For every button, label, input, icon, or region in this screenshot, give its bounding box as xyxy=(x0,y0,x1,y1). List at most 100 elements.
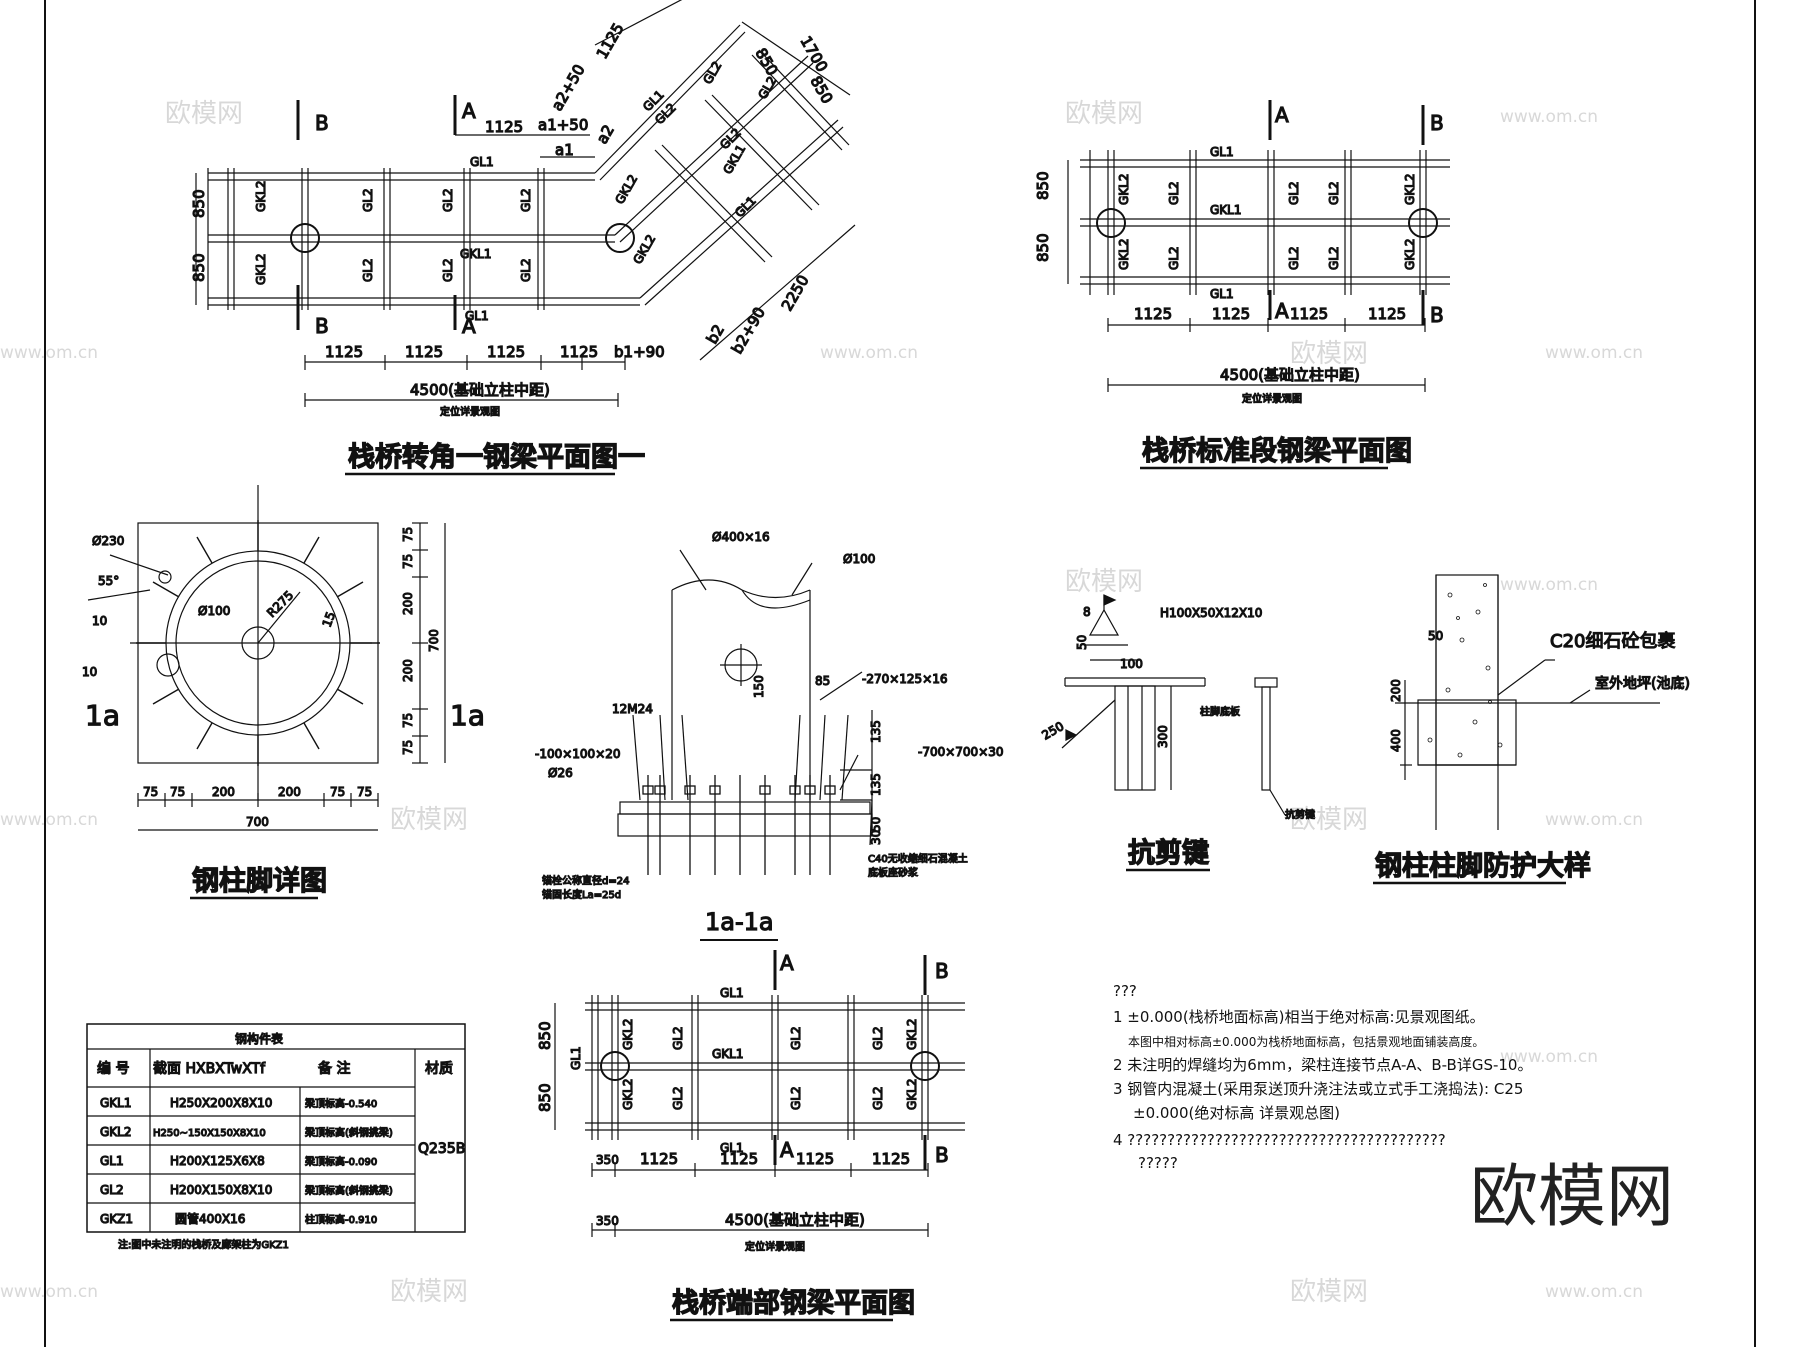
table-footnote: 注:图中未注明的栈桥及廊架柱为GKZ1 xyxy=(118,1238,289,1251)
dim-label: b2 xyxy=(703,321,728,347)
watermark-site: www.om.cn xyxy=(0,810,98,830)
watermark: 欧模网 xyxy=(1290,1277,1368,1307)
beam-label: GKL2 xyxy=(612,172,640,206)
dim-label: 700 xyxy=(246,815,269,829)
detail-label: Ø26 xyxy=(548,766,573,780)
dim-label: a1 xyxy=(555,141,574,159)
dim-label: 1125 xyxy=(796,1150,834,1168)
beam-label: GL2 xyxy=(789,1026,803,1050)
column-protect-detail: 50 C20细石砼包裹 室外地坪(池底) 200 400 钢柱柱脚防护大样 xyxy=(1373,574,1691,885)
beam-label: GL2 xyxy=(671,1086,685,1110)
beam-label: GL2 xyxy=(1327,246,1341,270)
section-mark: A xyxy=(780,951,794,975)
detail-label: -100×100×20 xyxy=(535,747,621,761)
dim-label: 200 xyxy=(278,785,301,799)
detail-label: H100X50X12X10 xyxy=(1160,606,1262,620)
beam-label: GKL2 xyxy=(1403,174,1417,206)
shear-key-detail: 8 H100X50X12X10 50 100 250 300 柱脚底板 抗剪键 … xyxy=(1039,594,1316,872)
beam-label: GKL1 xyxy=(1210,203,1242,217)
note-line: 3 钢管内混凝土(采用泵送顶升浇注法或立式手工浇捣法): C25 xyxy=(1113,1080,1523,1098)
watermark-site: www.om.cn xyxy=(0,343,98,363)
plan-standard: A B A B GL1 GKL2 GL2 GKL1 GL2 GL2 GKL2 G… xyxy=(1033,100,1450,470)
detail-label: C40无收缩细石混凝土 xyxy=(868,852,968,865)
beam-label: GL2 xyxy=(1287,246,1301,270)
beam-label: GKL2 xyxy=(1117,239,1131,271)
detail-label: 室外地坪(池底) xyxy=(1595,675,1690,692)
beam-label: GL2 xyxy=(519,258,533,282)
dim-label: 75 xyxy=(143,785,158,799)
dim-label: 850 xyxy=(752,45,782,79)
section-mark: B xyxy=(315,314,329,338)
dim-label: 1125 xyxy=(485,118,523,136)
plan-title: 栈桥标准段钢梁平面图 xyxy=(1142,436,1412,467)
total-dim: 4500(基础立柱中距) xyxy=(410,381,550,399)
total-dim: 4500(基础立柱中距) xyxy=(725,1211,865,1229)
section-mark: B xyxy=(1430,111,1444,135)
beam-label: GL2 xyxy=(441,188,455,212)
beam-label: GKL2 xyxy=(1403,239,1417,271)
table-header: 材质 xyxy=(425,1061,453,1077)
detail-label: 底板座砂浆 xyxy=(868,866,918,879)
column-base-detail: Ø230 55° 10 10 Ø100 R275 15 1a 1a 75 75 … xyxy=(81,485,486,900)
beam-label: GL1 xyxy=(1210,145,1234,159)
note-line: ±0.000(绝对标高 详景观总图) xyxy=(1133,1104,1340,1122)
detail-label: -700×700×30 xyxy=(918,745,1004,759)
beam-label: GKL2 xyxy=(1117,174,1131,206)
dim-label: 50 xyxy=(869,817,883,832)
dim-label: 1125 xyxy=(1212,305,1250,323)
dim-label: 850 xyxy=(1034,233,1052,262)
beam-label: GL2 xyxy=(361,258,375,282)
note-line: 2 未注明的焊缝均为6mm，梁柱连接节点A-A、B-B详GS-10。 xyxy=(1113,1056,1532,1074)
section-mark: B xyxy=(935,1143,949,1167)
dim-label: 850 xyxy=(190,189,208,218)
beam-label: GKL2 xyxy=(621,1019,635,1051)
table-cell: H250X200X8X10 xyxy=(170,1096,272,1110)
dim-label: 700 xyxy=(427,629,441,652)
section-mark: A xyxy=(780,1138,794,1162)
watermark-site: www.om.cn xyxy=(0,1282,98,1302)
dim-label: 75 xyxy=(401,554,415,569)
watermark-site: www.om.cn xyxy=(1500,1047,1598,1067)
beam-label: GL1 xyxy=(465,309,489,323)
beam-label: GKL2 xyxy=(621,1079,635,1111)
dim-label: 100 xyxy=(1120,657,1143,671)
dim-label: 200 xyxy=(401,659,415,682)
beam-label: GL2 xyxy=(1327,181,1341,205)
beam-label: GL2 xyxy=(519,188,533,212)
plan-corner: B A B A GL1 GKL1 GKL2 GKL2 GL2 GL2 GL2 G… xyxy=(189,0,856,476)
watermark: 欧模网 xyxy=(1290,805,1368,835)
section-mark: A xyxy=(1275,103,1289,127)
table-cell: GKL2 xyxy=(100,1125,132,1139)
section-mark: A xyxy=(462,314,476,338)
detail-label: Ø100 xyxy=(843,552,875,566)
beam-label: GKL2 xyxy=(905,1079,919,1111)
detail-label: 15 xyxy=(320,610,338,629)
beam-label: GL2 xyxy=(441,258,455,282)
detail-label: 柱脚底板 xyxy=(1200,705,1240,718)
dim-label: 135 xyxy=(869,720,883,743)
beam-label: GL1 xyxy=(470,155,494,169)
beam-label: GL2 xyxy=(700,59,724,86)
table-header: 备 注 xyxy=(318,1060,350,1077)
dim-label: 75 xyxy=(401,740,415,755)
section-mark: B xyxy=(1430,303,1444,327)
section-mark: A xyxy=(462,99,476,123)
watermark: 欧模网 xyxy=(1290,339,1368,369)
dim-label: 30 xyxy=(869,830,883,845)
table-cell: 圆管400X16 xyxy=(175,1211,245,1226)
watermark-site: www.om.cn xyxy=(1500,575,1598,595)
dim-label: 75 xyxy=(401,713,415,728)
beam-label: GL2 xyxy=(1287,181,1301,205)
detail-label: 8 xyxy=(1083,605,1091,619)
dim-label: 2250 xyxy=(778,272,813,314)
detail-label: Ø230 xyxy=(92,534,124,548)
plan-title: 栈桥端部钢梁平面图 xyxy=(672,1287,915,1319)
beam-label: GKL1 xyxy=(712,1047,744,1061)
detail-title: 钢柱柱脚防护大样 xyxy=(1375,850,1591,882)
table-title: 钢构件表 xyxy=(235,1031,283,1046)
steel-table: 钢构件表 编 号 截面 HXBXTwXTf 备 注 材质 GKL1 H250X2… xyxy=(86,1023,466,1252)
beam-label: GL2 xyxy=(871,1086,885,1110)
watermark: 欧模网 xyxy=(1065,99,1143,129)
total-dim: 4500(基础立柱中距) xyxy=(1220,366,1360,384)
